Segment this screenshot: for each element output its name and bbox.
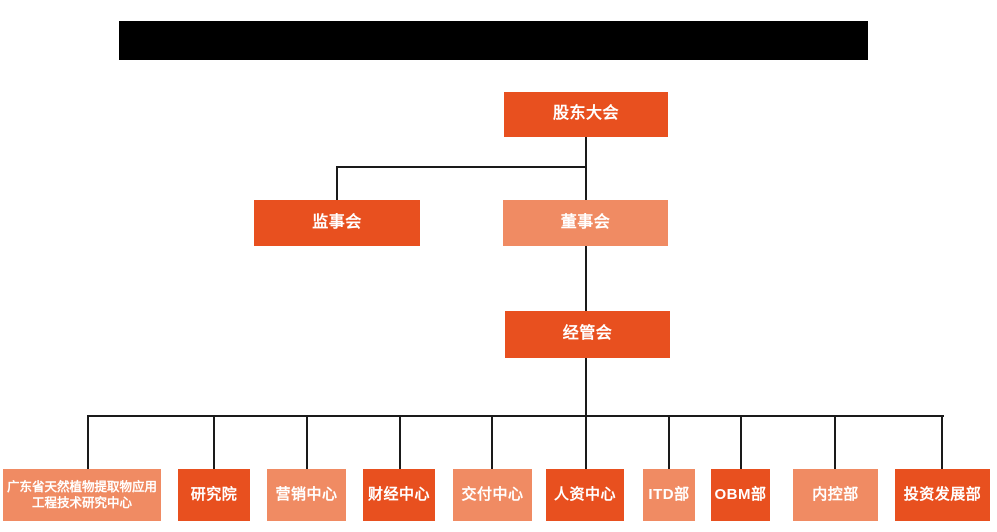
org-node-label: ITD部 (648, 486, 690, 504)
org-node-supervisory-board: 监事会 (254, 200, 420, 246)
org-node-label: 广东省天然植物提取物应用工程技术研究中心 (7, 479, 158, 510)
connector-line (941, 415, 943, 469)
org-node-board-of-directors: 董事会 (503, 200, 668, 246)
org-node-label: 股东大会 (552, 105, 619, 123)
org-node-label: 监事会 (312, 213, 362, 231)
org-node-itd-department: ITD部 (643, 469, 695, 521)
connector-line (668, 415, 670, 469)
org-node-research-center: 广东省天然植物提取物应用工程技术研究中心 (3, 469, 161, 521)
org-node-label: 营销中心 (275, 486, 338, 504)
org-node-finance-center: 财经中心 (363, 469, 435, 521)
connector-line (399, 415, 401, 469)
connector-line (585, 246, 587, 311)
org-node-label: 财经中心 (367, 486, 430, 504)
org-node-hr-center: 人资中心 (546, 469, 624, 521)
org-node-label: 投资发展部 (903, 486, 982, 504)
org-node-obm-department: OBM部 (711, 469, 770, 521)
redacted-title-bar (119, 21, 868, 60)
org-node-label: 内控部 (812, 486, 859, 504)
org-node-delivery-center: 交付中心 (453, 469, 532, 521)
org-node-investment-development-department: 投资发展部 (895, 469, 990, 521)
org-node-internal-control-department: 内控部 (793, 469, 878, 521)
connector-line (585, 137, 587, 200)
org-node-label: OBM部 (714, 486, 767, 504)
connector-line (585, 358, 587, 416)
connector-line (336, 166, 338, 200)
org-node-research-institute: 研究院 (178, 469, 250, 521)
org-node-management-committee: 经管会 (505, 311, 670, 358)
org-node-label: 董事会 (560, 213, 611, 231)
connector-line (306, 415, 308, 469)
org-node-label: 人资中心 (553, 486, 616, 504)
connector-line (213, 415, 215, 469)
connector-line (87, 415, 89, 469)
connector-line (491, 415, 493, 469)
org-node-shareholders-meeting: 股东大会 (504, 92, 668, 137)
org-node-label: 交付中心 (461, 486, 524, 504)
connector-line (87, 415, 944, 417)
connector-line (834, 415, 836, 469)
org-node-label: 经管会 (562, 325, 613, 343)
connector-line (336, 166, 587, 168)
org-node-label: 研究院 (190, 486, 238, 504)
connector-line (585, 415, 587, 469)
org-node-marketing-center: 营销中心 (267, 469, 346, 521)
connector-line (740, 415, 742, 469)
